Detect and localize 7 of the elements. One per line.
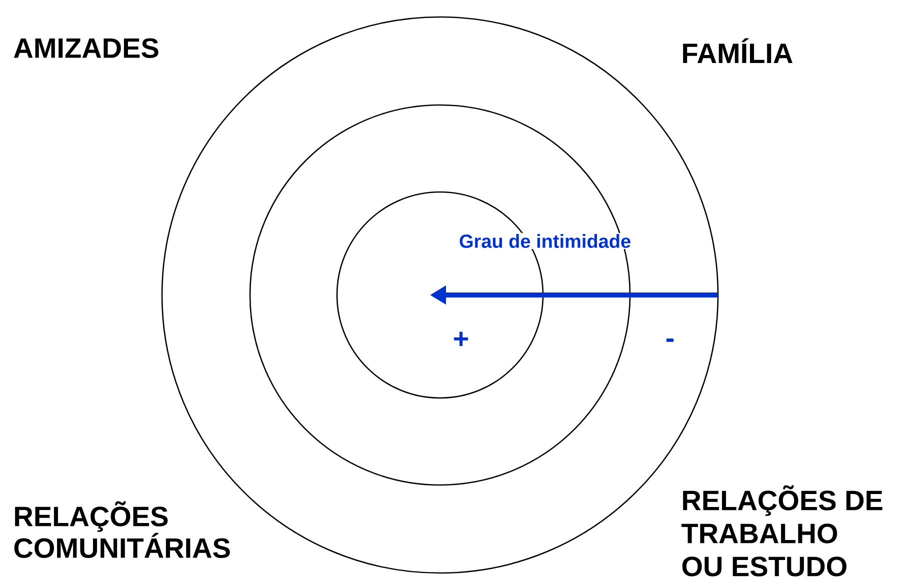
- arrow-label: Grau de intimidade: [458, 233, 632, 249]
- corner-label: RELAÇÕES DE TRABALHO OU ESTUDO: [682, 485, 882, 576]
- corner-label: RELAÇÕES COMUNITÁRIAS: [14, 501, 230, 558]
- corner-label: FAMÍLIA: [683, 38, 792, 63]
- sign-label: -: [666, 338, 674, 342]
- corner-label: AMIZADES: [14, 38, 158, 58]
- sign-label: +: [454, 332, 468, 346]
